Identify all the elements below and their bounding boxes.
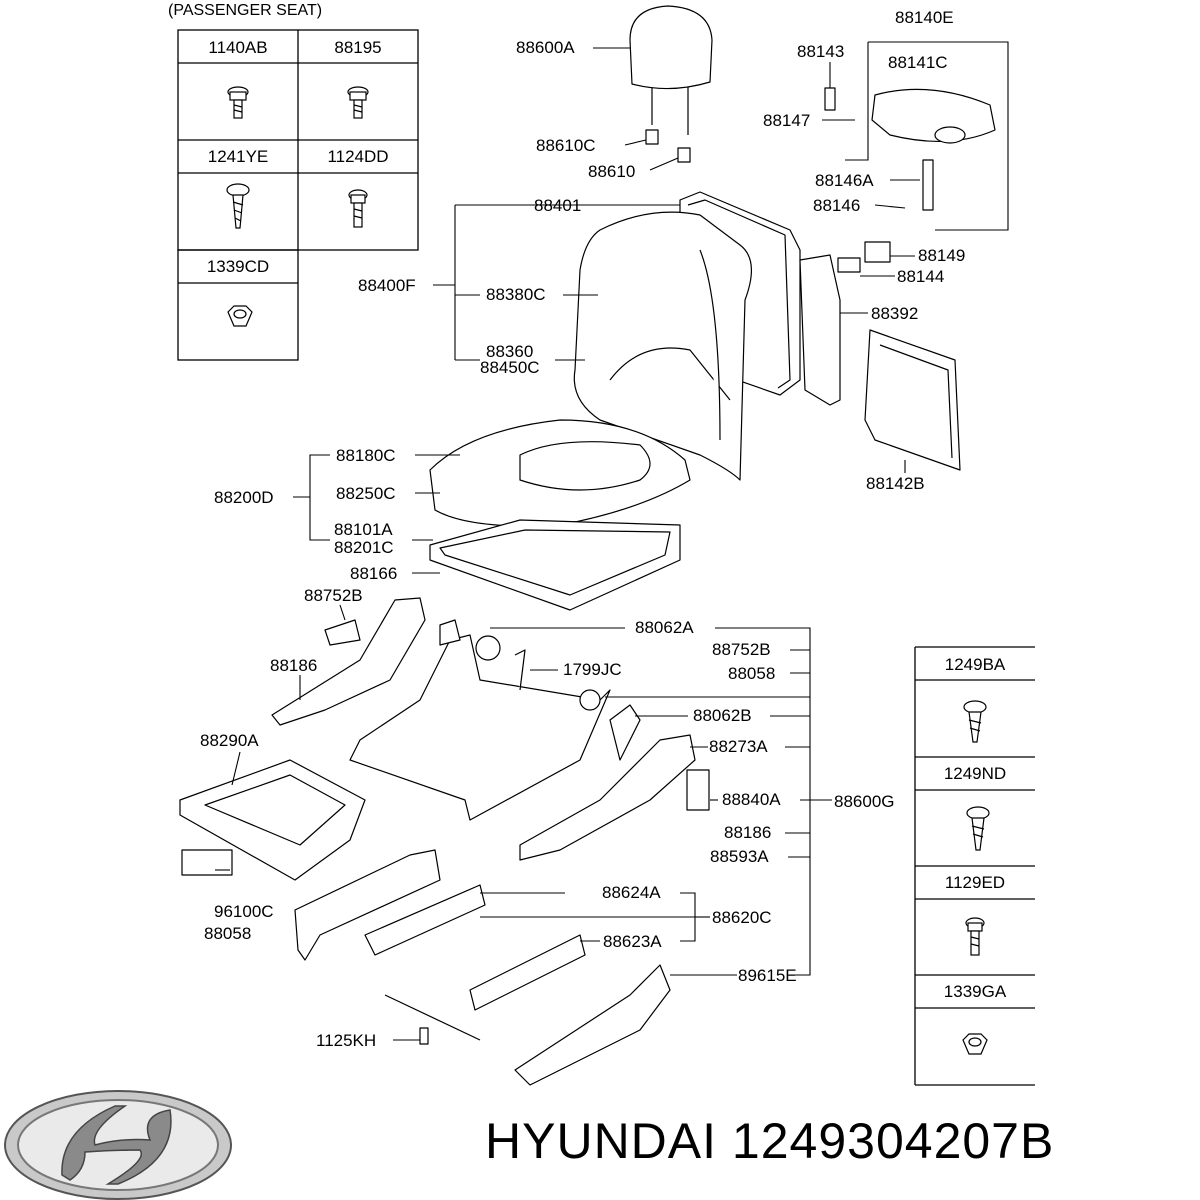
cell-label-1249ba: 1249BA [944, 655, 1006, 674]
part-label-88290a: 88290A [200, 731, 259, 750]
seat-side-cover-left [271, 597, 426, 726]
cell-label-1339cd: 1339CD [206, 257, 270, 276]
lumbar-bracket [824, 87, 996, 273]
cell-label-1129ed: 1129ED [944, 873, 1006, 892]
part-label-88250c: 88250C [336, 484, 396, 503]
part-label-88140e: 88140E [895, 8, 954, 27]
seatback-cushion [573, 211, 752, 481]
part-label-88201c: 88201C [334, 538, 394, 557]
part-label-89615e: 89615E [738, 966, 797, 985]
part-label-88142b: 88142B [866, 474, 925, 493]
back-panel [799, 254, 841, 406]
bolt-88195-icon [347, 86, 369, 119]
part-label-88200d: 88200D [214, 488, 274, 507]
part-label-88101a: 88101A [334, 520, 393, 539]
bolt-1140ab-icon [227, 86, 249, 119]
part-label-88620c: 88620C [712, 908, 772, 927]
right-fastener-table [914, 646, 1035, 1086]
part-label-88593a: 88593A [710, 847, 769, 866]
cell-label-1140ab: 1140AB [208, 38, 268, 57]
part-label-88146: 88146 [813, 196, 861, 215]
part-label-88752b-right: 88752B [712, 640, 771, 659]
part-label-88180c: 88180C [336, 446, 396, 465]
part-label-88144: 88144 [897, 267, 945, 286]
part-label-88610c: 88610C [536, 136, 596, 155]
bolt-1129ed-icon [965, 917, 985, 956]
part-label-88058-left: 88058 [204, 924, 252, 943]
part-label-88380c: 88380C [486, 285, 546, 304]
part-label-88166: 88166 [350, 564, 398, 583]
nut-1339ga-icon [962, 1033, 988, 1055]
part-label-88623a: 88623A [603, 932, 662, 951]
screw-1241ye-icon [226, 183, 250, 229]
cell-label-1249nd: 1249ND [943, 764, 1007, 783]
part-label-88450c: 88450C [480, 358, 540, 377]
part-label-88401: 88401 [534, 196, 582, 215]
part-label-88600a: 88600A [516, 38, 575, 57]
leader-lines [215, 41, 1009, 1041]
part-label-88400f: 88400F [358, 276, 416, 295]
part-label-1799jc: 1799JC [563, 660, 622, 679]
screw-1249ba-icon [963, 700, 987, 743]
seat-track-assembly [349, 619, 611, 821]
part-label-88752b-left: 88752B [304, 586, 363, 605]
cell-label-88195: 88195 [334, 38, 382, 57]
brand-part-number: HYUNDAI 1249304207B [485, 1113, 1055, 1169]
cell-label-1241ye: 1241YE [207, 147, 269, 166]
part-label-88062b: 88062B [693, 706, 752, 725]
hyundai-logo-icon [4, 1090, 232, 1200]
cell-label-1124dd: 1124DD [327, 147, 389, 166]
screw-1249nd-icon [966, 806, 990, 851]
left-fastener-table [177, 29, 419, 361]
part-label-88624a: 88624A [602, 883, 661, 902]
part-label-88186-right: 88186 [724, 823, 772, 842]
part-label-1125kh: 1125KH [316, 1031, 377, 1050]
part-label-88146a: 88146A [815, 171, 874, 190]
part-label-88186-left: 88186 [270, 656, 318, 675]
part-label-88840a: 88840A [722, 790, 781, 809]
part-label-88147: 88147 [763, 111, 811, 130]
cell-label-1339ga: 1339GA [943, 982, 1007, 1001]
recliner-covers [519, 704, 710, 861]
part-label-88149: 88149 [918, 246, 966, 265]
nut-1339cd-icon [227, 305, 253, 327]
seat-frame [429, 519, 681, 611]
part-label-88058-right: 88058 [728, 664, 776, 683]
part-label-88141c: 88141C [888, 53, 948, 72]
part-label-88062a: 88062A [635, 618, 694, 637]
bolt-1124dd-icon [348, 189, 368, 228]
part-label-96100c: 96100C [214, 902, 274, 921]
part-label-88360: 88360 [486, 342, 534, 361]
back-board [864, 329, 961, 471]
part-label-88143: 88143 [797, 42, 845, 61]
part-label-88392: 88392 [871, 304, 919, 323]
storage-tray [179, 759, 366, 881]
part-label-88600g: 88600G [834, 792, 895, 811]
part-label-88610: 88610 [588, 162, 636, 181]
seat-type-title: (PASSENGER SEAT) [168, 2, 323, 19]
lower-rails [294, 849, 671, 1086]
part-label-88273a: 88273A [709, 737, 768, 756]
headrest [629, 5, 713, 163]
